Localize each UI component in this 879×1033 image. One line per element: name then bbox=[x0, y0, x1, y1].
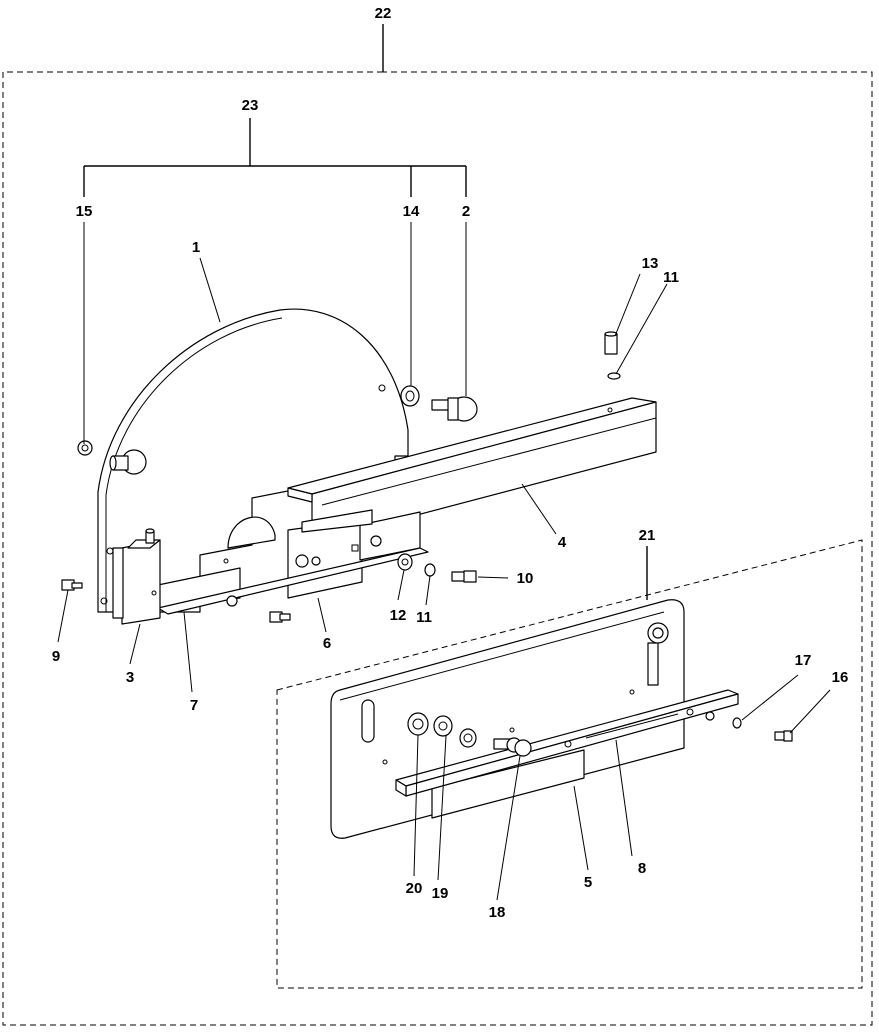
label-part-11-upper: 11 bbox=[663, 269, 679, 286]
screw-lower-part bbox=[269, 611, 291, 623]
screw-10-part bbox=[451, 570, 477, 583]
label-part-10: 10 bbox=[517, 570, 534, 587]
label-assembly-21: 21 bbox=[639, 527, 656, 544]
assembly-21-boundary bbox=[276, 539, 863, 989]
label-part-1: 1 bbox=[192, 239, 200, 256]
label-part-6: 6 bbox=[323, 635, 331, 652]
label-part-7: 7 bbox=[190, 697, 198, 714]
assembly-22-boundary bbox=[2, 24, 873, 1026]
assembly-23-bracket bbox=[83, 118, 467, 197]
washer-12-part bbox=[397, 553, 413, 571]
knob-part bbox=[431, 396, 478, 422]
washer-19b-part bbox=[459, 728, 477, 748]
rail-part bbox=[395, 689, 739, 797]
label-part-17: 17 bbox=[795, 652, 812, 669]
guard-cover-part bbox=[97, 308, 409, 613]
label-part-12: 12 bbox=[390, 607, 407, 624]
label-part-8: 8 bbox=[638, 860, 646, 877]
label-part-13: 13 bbox=[642, 255, 659, 272]
washer-part bbox=[400, 385, 420, 407]
label-assembly-22: 22 bbox=[375, 5, 392, 22]
label-part-18: 18 bbox=[489, 904, 506, 921]
guard-knob-part bbox=[109, 449, 147, 475]
label-part-15: 15 bbox=[76, 203, 93, 220]
label-part-16: 16 bbox=[832, 669, 849, 686]
label-assembly-23: 23 bbox=[242, 97, 259, 114]
label-part-11-lower: 11 bbox=[416, 609, 432, 626]
knob-screw-18-part bbox=[493, 737, 532, 757]
part-labels: 22 23 21 15 14 2 1 13 11 4 10 12 11 6 9 … bbox=[52, 5, 849, 921]
retaining-clip-part bbox=[77, 440, 93, 456]
label-part-14: 14 bbox=[403, 203, 420, 220]
lock-washer-11-upper-part bbox=[607, 372, 621, 380]
screw-16-part bbox=[774, 730, 793, 742]
label-part-20: 20 bbox=[406, 880, 423, 897]
label-part-4: 4 bbox=[558, 534, 567, 551]
washer-17-part bbox=[732, 717, 742, 729]
washer-19-part bbox=[433, 715, 453, 737]
label-part-19: 19 bbox=[432, 885, 449, 902]
label-part-5: 5 bbox=[584, 874, 592, 891]
lock-washer-11-part bbox=[424, 563, 436, 577]
label-part-9: 9 bbox=[52, 648, 60, 665]
washer-20-part bbox=[407, 712, 429, 736]
label-part-2: 2 bbox=[462, 203, 470, 220]
angle-bar-part bbox=[157, 547, 429, 615]
screw-13-part bbox=[604, 331, 618, 355]
screw-9-part bbox=[61, 579, 83, 591]
label-part-3: 3 bbox=[126, 669, 134, 686]
slider-block-part bbox=[112, 528, 161, 625]
leader-lines bbox=[57, 222, 831, 901]
